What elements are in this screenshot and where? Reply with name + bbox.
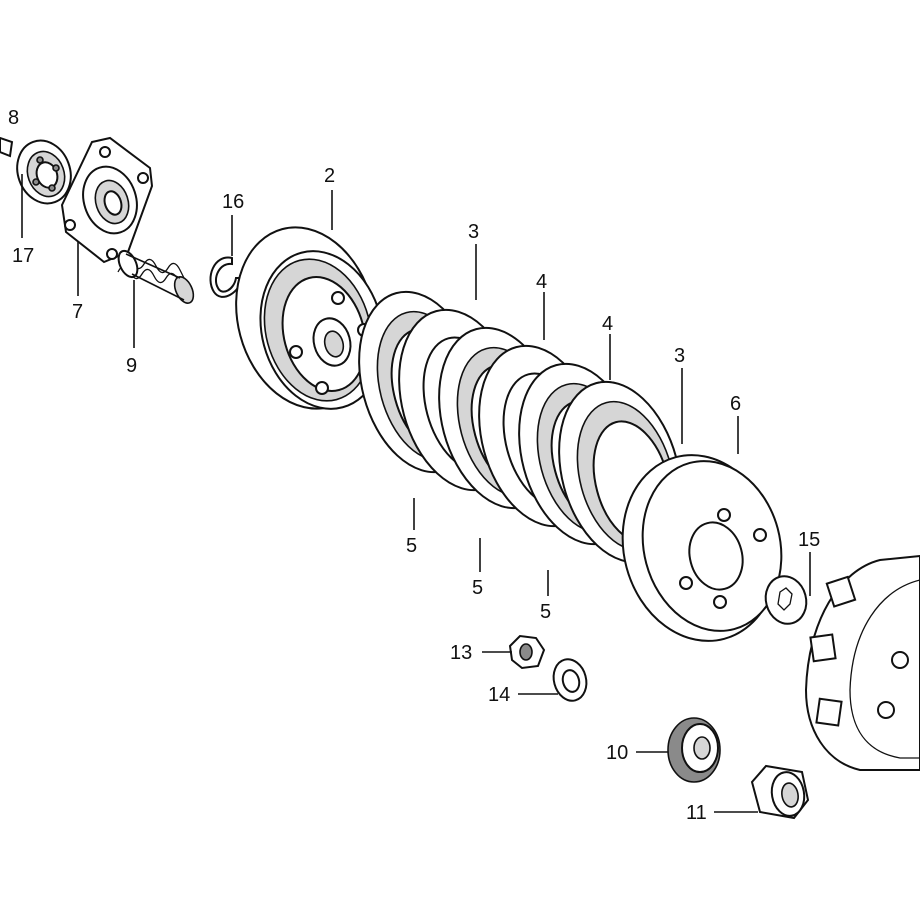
- part-10-drive-gear: [667, 717, 721, 783]
- callout-9: 9: [126, 355, 137, 377]
- callout-6: 6: [730, 393, 741, 415]
- part-2-pressure-plate: [235, 226, 385, 410]
- callout-16: 16: [222, 191, 244, 213]
- callout-11: 11: [686, 802, 707, 824]
- callout-5-left: 5: [406, 535, 417, 557]
- callout-5-right: 5: [540, 601, 551, 623]
- part-16-circlip: [209, 256, 244, 298]
- callout-labels: 8 17 7 9 16 2 3 4 4 3 6 5 5 5 15 13 14 1…: [8, 107, 820, 824]
- part-11-collar: [750, 764, 810, 820]
- part-17-bearing: [16, 139, 72, 205]
- callout-14: 14: [488, 684, 510, 706]
- part-15-lock-washer: [764, 575, 808, 625]
- part-14-washer: [552, 658, 588, 702]
- callout-3-lower: 3: [674, 345, 685, 367]
- part-6-clutch-center: [621, 454, 783, 642]
- callout-17: 17: [12, 245, 34, 267]
- callout-4-right: 4: [602, 313, 613, 335]
- callout-2: 2: [324, 165, 335, 187]
- callout-5-middle: 5: [472, 577, 483, 599]
- part-13-nut: [508, 634, 546, 670]
- callout-4-left: 4: [536, 271, 547, 293]
- callout-7: 7: [72, 301, 83, 323]
- leader-lines: [21, 174, 811, 813]
- callout-15: 15: [798, 529, 820, 551]
- callout-8: 8: [8, 107, 19, 129]
- clutch-outer-basket: [804, 554, 920, 771]
- part-7-lifter-plate: [60, 136, 154, 264]
- callout-10: 10: [606, 742, 628, 764]
- clutch-plate-stack: [358, 290, 682, 564]
- part-8-pin: [0, 136, 14, 158]
- callout-13: 13: [450, 642, 472, 664]
- part-9-spring: [117, 249, 195, 304]
- callout-3-upper: 3: [468, 221, 479, 243]
